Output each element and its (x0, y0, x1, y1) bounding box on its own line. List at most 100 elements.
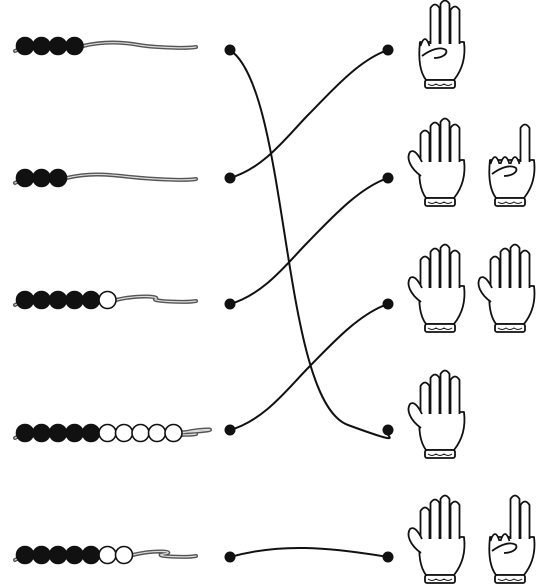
white-bead (98, 423, 117, 443)
left-dot-2[interactable] (224, 172, 236, 184)
black-bead (48, 36, 68, 56)
finger-up (439, 243, 451, 288)
palm-shape (418, 411, 466, 451)
black-bead (65, 290, 84, 310)
finger-up (449, 123, 461, 162)
right-dot-3[interactable] (382, 298, 394, 310)
match-dots[interactable] (224, 44, 394, 563)
finger-up (449, 500, 461, 539)
left-dot-3[interactable] (224, 298, 236, 310)
finger-up (439, 0, 451, 44)
black-bead (65, 36, 84, 56)
white-bead (114, 545, 134, 565)
right-dot-4[interactable] (382, 424, 394, 436)
thumb-folded (421, 47, 448, 59)
bead-string-row-3 (13, 290, 198, 310)
finger-up (509, 243, 521, 288)
sleeve-cuff (424, 449, 456, 459)
finger-up (439, 494, 451, 539)
finger-up (519, 123, 531, 162)
hand-5-fingers (407, 369, 466, 459)
white-bead (98, 545, 117, 565)
hand-group-5 (407, 494, 536, 584)
sleeve-cuff (424, 79, 456, 89)
white-bead (164, 423, 183, 443)
sleeve-cuff (494, 323, 526, 333)
left-dot-5[interactable] (224, 551, 236, 563)
finger-folded (499, 533, 511, 542)
right-dot-1[interactable] (382, 44, 394, 56)
thumb-folded (491, 542, 518, 554)
sleeve-cuff (424, 323, 456, 333)
match-line-4-to-3 (229, 303, 389, 431)
finger-folded (499, 156, 511, 165)
finger-up (419, 255, 431, 288)
thumb-folded (491, 165, 518, 177)
cuff-crease (497, 578, 523, 581)
hand-3-fingers (418, 0, 466, 89)
match-line-5-to-5 (229, 546, 389, 558)
white-bead (114, 423, 134, 443)
black-bead (48, 423, 68, 443)
finger-folded (419, 38, 431, 47)
black-bead (32, 36, 51, 56)
sleeve-cuff (494, 197, 526, 207)
finger-up (519, 500, 531, 539)
black-bead (48, 545, 68, 565)
sleeve-cuff (494, 574, 526, 584)
black-bead (48, 290, 68, 310)
thumb-out (407, 402, 423, 429)
black-bead (81, 423, 101, 443)
hand-group-2 (407, 117, 536, 207)
hand-group-3 (407, 243, 536, 333)
hand-1-fingers (488, 123, 536, 207)
hand-group-4 (407, 369, 466, 459)
match-line-2-to-1 (229, 49, 389, 179)
palm-shape (418, 536, 466, 576)
cuff-crease (427, 327, 453, 330)
finger-folded (489, 533, 501, 542)
left-dot-1[interactable] (224, 44, 236, 56)
finger-up (429, 3, 441, 44)
black-bead (32, 545, 51, 565)
finger-up (429, 247, 441, 288)
right-dot-2[interactable] (382, 172, 394, 184)
finger-folded (489, 156, 501, 165)
black-bead (15, 36, 35, 56)
black-bead (32, 168, 51, 188)
finger-up (509, 494, 521, 539)
bead-wire-highlight (14, 550, 197, 561)
bead-string-row-2 (13, 168, 198, 188)
sleeve-cuff (424, 197, 456, 207)
black-bead (65, 545, 84, 565)
cuff-crease (427, 453, 453, 456)
hand-2-fingers (488, 494, 536, 584)
match-lines (229, 49, 391, 558)
thumb-out (407, 527, 423, 554)
finger-up (449, 249, 461, 288)
black-bead (32, 423, 51, 443)
black-bead (15, 290, 35, 310)
left-dot-4[interactable] (224, 424, 236, 436)
black-bead (65, 423, 84, 443)
finger-up (499, 247, 511, 288)
bead-strings (13, 36, 213, 565)
right-dot-5[interactable] (382, 551, 394, 563)
black-bead (32, 290, 51, 310)
white-bead (147, 423, 167, 443)
white-bead (98, 290, 117, 310)
cuff-crease (427, 83, 453, 86)
bead-string-row-4 (13, 423, 213, 443)
finger-up (429, 373, 441, 414)
palm-shape (488, 285, 536, 325)
finger-up (489, 255, 501, 288)
finger-up (439, 117, 451, 162)
finger-up (449, 375, 461, 414)
palm-shape (418, 285, 466, 325)
black-bead (48, 168, 68, 188)
hand-5-fingers (407, 494, 466, 584)
palm-shape (418, 159, 466, 199)
bead-wire-highlight (14, 173, 197, 184)
bead-string-row-5 (13, 545, 198, 565)
cuff-crease (427, 578, 453, 581)
